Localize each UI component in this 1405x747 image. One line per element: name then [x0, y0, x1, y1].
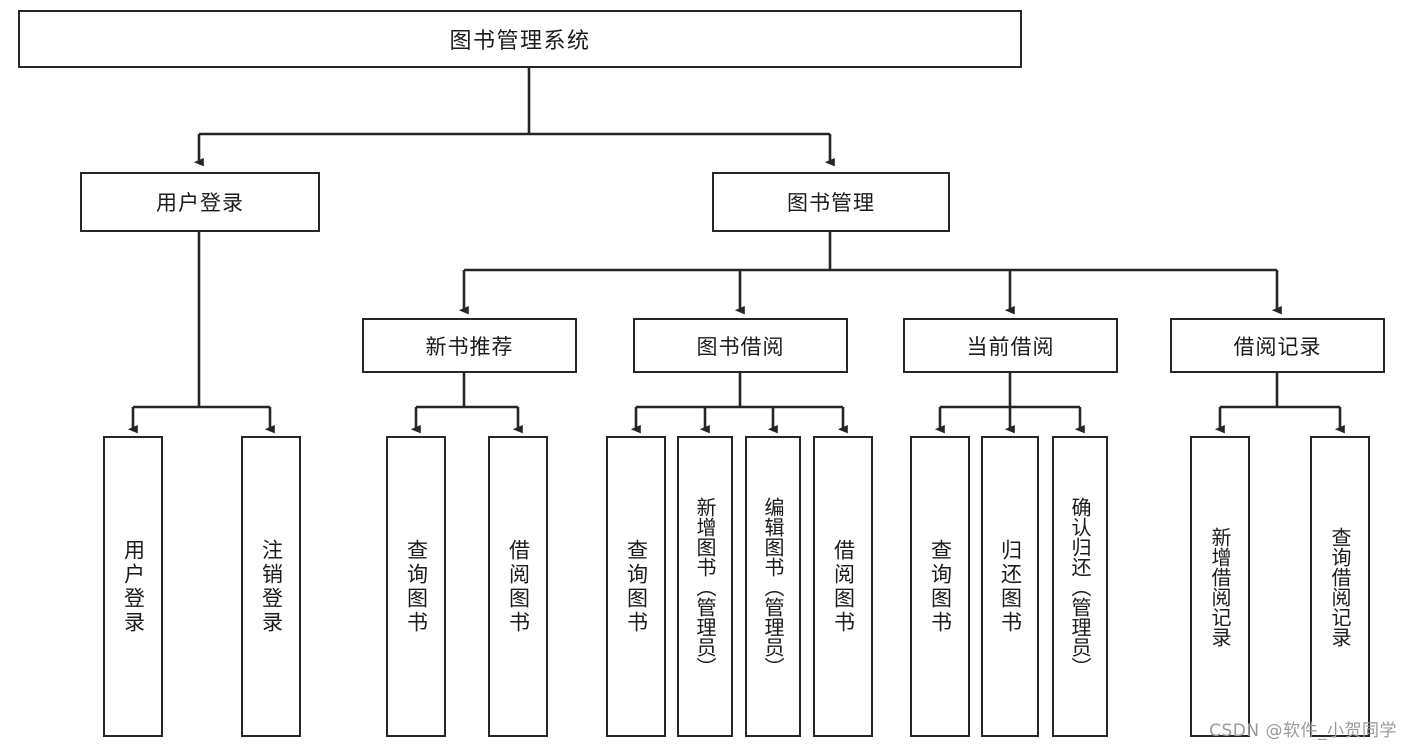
node-leaf-add-book[interactable]: 新增图书（管理员） [677, 436, 733, 737]
node-leaf-query-book-2[interactable]: 查询图书 [606, 436, 666, 737]
node-leaf-query-book-1[interactable]: 查询图书 [386, 436, 446, 737]
node-user-login[interactable]: 用户登录 [80, 172, 320, 232]
node-book-borrow[interactable]: 图书借阅 [633, 318, 848, 373]
node-leaf-add-record[interactable]: 新增借阅记录 [1190, 436, 1250, 737]
node-leaf-borrow-book-1[interactable]: 借阅图书 [488, 436, 548, 737]
node-current-borrow[interactable]: 当前借阅 [903, 318, 1118, 373]
node-leaf-user-login[interactable]: 用户登录 [103, 436, 163, 737]
node-book-manage[interactable]: 图书管理 [712, 172, 950, 232]
node-leaf-logout-login[interactable]: 注销登录 [241, 436, 301, 737]
node-leaf-confirm-return[interactable]: 确认归还（管理员） [1052, 436, 1108, 737]
node-leaf-return-book[interactable]: 归还图书 [981, 436, 1039, 737]
node-borrow-record[interactable]: 借阅记录 [1170, 318, 1385, 373]
node-leaf-borrow-book-2[interactable]: 借阅图书 [813, 436, 873, 737]
node-leaf-edit-book[interactable]: 编辑图书（管理员） [745, 436, 801, 737]
node-leaf-query-record[interactable]: 查询借阅记录 [1310, 436, 1370, 737]
node-new-book-rec[interactable]: 新书推荐 [362, 318, 577, 373]
node-leaf-query-book-3[interactable]: 查询图书 [910, 436, 970, 737]
node-root[interactable]: 图书管理系统 [18, 10, 1022, 68]
